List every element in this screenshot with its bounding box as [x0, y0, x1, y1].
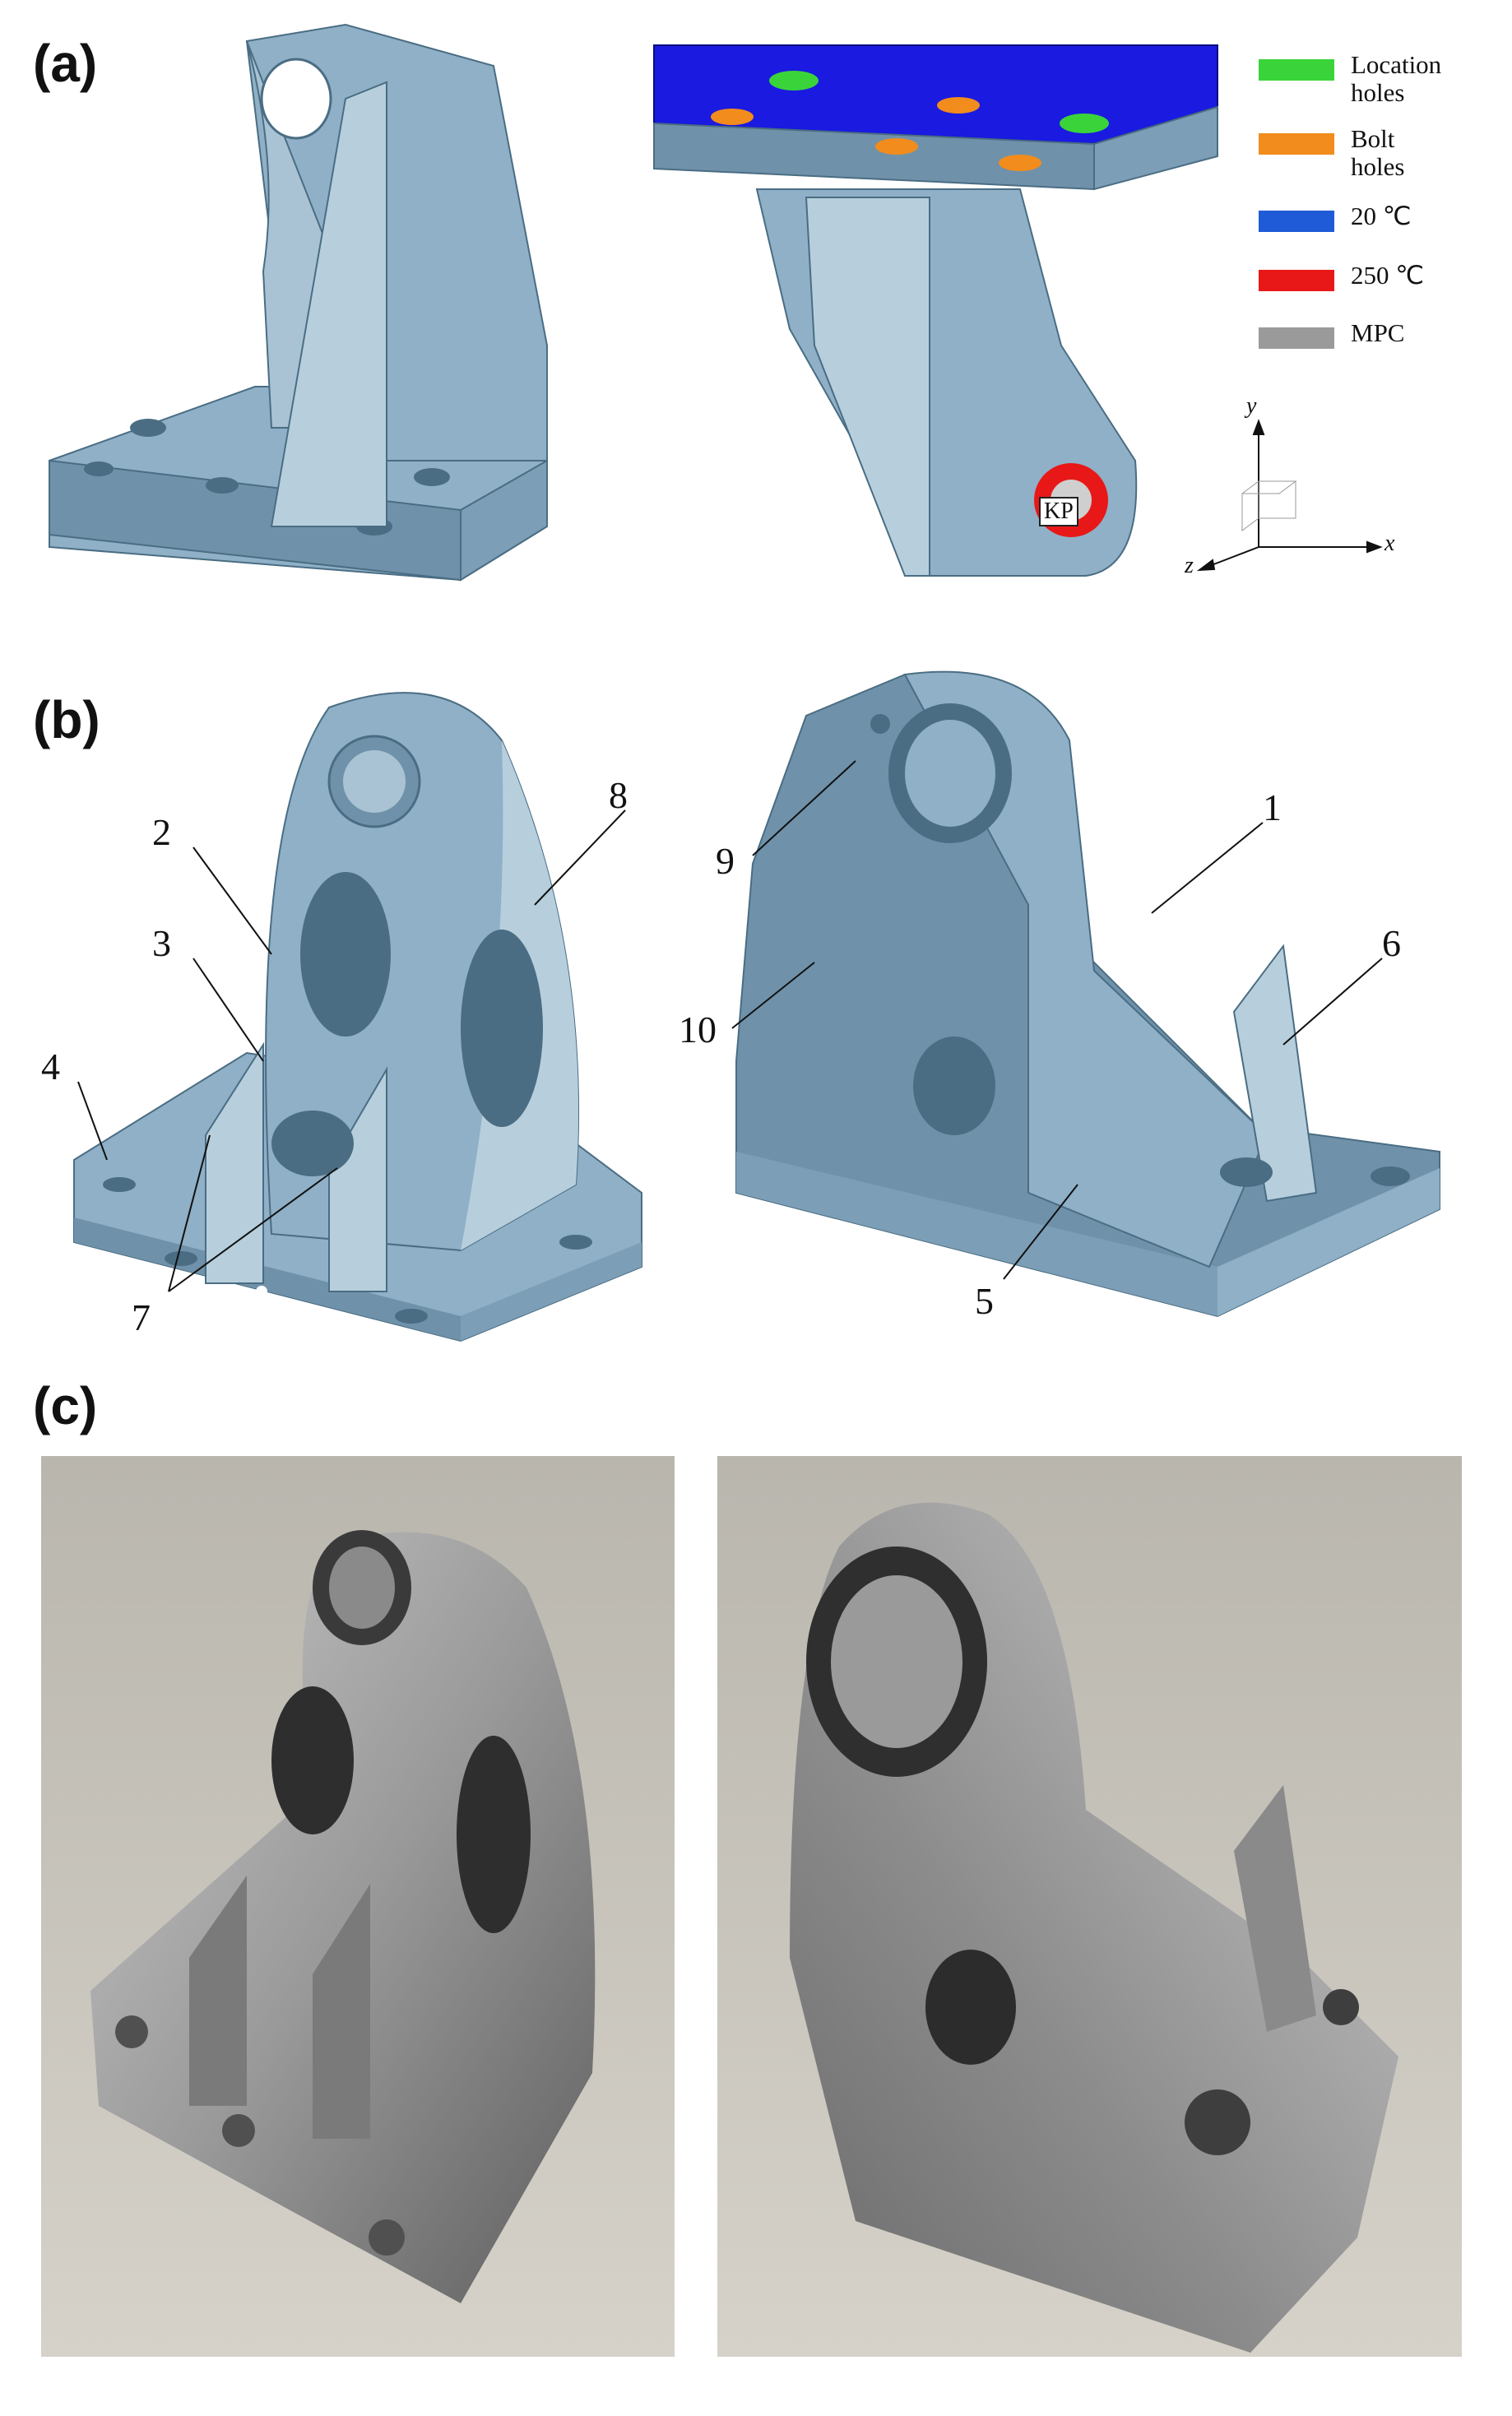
callout-5: 5	[975, 1280, 994, 1322]
legend-label: 20 ℃	[1351, 202, 1412, 230]
bracket-model-b-left	[73, 692, 642, 1342]
legend-swatch	[1259, 327, 1334, 349]
callout-2: 2	[152, 811, 171, 853]
callout-8: 8	[609, 774, 628, 816]
callout-6: 6	[1382, 922, 1401, 964]
legend-swatch	[1259, 59, 1334, 81]
legend-item-20c: 20 ℃	[1259, 202, 1412, 232]
bracket-model-a-right	[653, 44, 1218, 577]
callout-7: 7	[132, 1296, 151, 1338]
legend-label: MPC	[1351, 318, 1405, 347]
legend-item-bolt-holes: Bolt holes	[1259, 125, 1404, 181]
legend-label: Bolt holes	[1351, 124, 1405, 181]
callout-leaders	[77, 760, 1383, 1292]
legend-label: Location holes	[1351, 50, 1442, 107]
photo-right	[717, 1456, 1462, 2357]
legend-swatch	[1259, 211, 1334, 232]
axis-label-x: x	[1384, 531, 1395, 556]
axis-label-y: y	[1246, 393, 1257, 419]
kp-label: KP	[1039, 497, 1078, 526]
photo-left	[41, 1456, 675, 2357]
axis-label-z: z	[1185, 553, 1194, 578]
legend-label: 250 ℃	[1351, 261, 1425, 290]
legend-item-location-holes: Location holes	[1259, 51, 1441, 107]
panel-label-b: (b)	[33, 690, 100, 749]
callout-10: 10	[679, 1009, 717, 1050]
callout-1: 1	[1263, 786, 1282, 828]
panel-label-a: (a)	[33, 34, 98, 93]
legend-item-250c: 250 ℃	[1259, 262, 1424, 291]
legend-item-mpc: MPC	[1259, 319, 1404, 349]
coordinate-axes	[1196, 419, 1383, 572]
legend-swatch	[1259, 133, 1334, 155]
bracket-model-b-right	[735, 670, 1440, 1318]
callout-3: 3	[152, 922, 171, 964]
callout-9: 9	[716, 840, 735, 882]
callout-4: 4	[41, 1046, 60, 1087]
bracket-model-a-left	[49, 23, 548, 582]
legend-swatch	[1259, 270, 1334, 291]
panel-label-c: (c)	[33, 1376, 98, 1435]
